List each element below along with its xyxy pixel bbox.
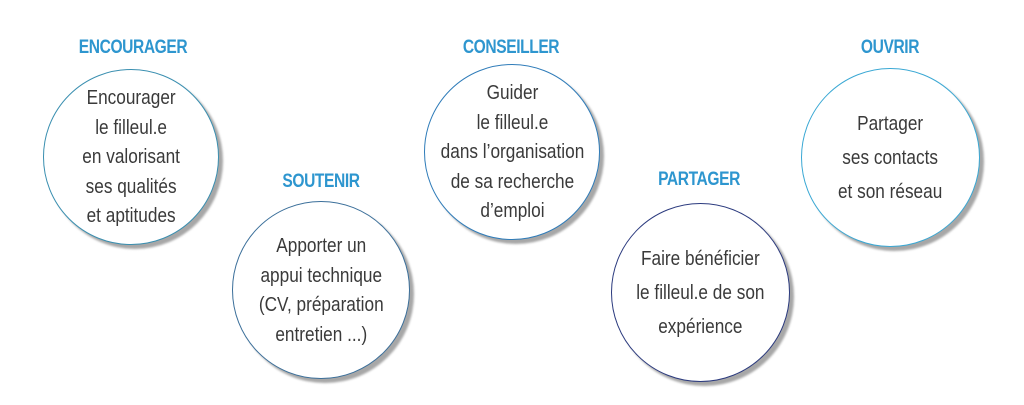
heading-soutenir: SOUTENIR	[282, 171, 360, 192]
text-line: dans l’organisation	[440, 140, 584, 164]
circle-body: Faire bénéficier le filleul.e de son exp…	[611, 203, 790, 382]
heading-conseiller: CONSEILLER	[462, 37, 560, 58]
text-line: ses contacts	[842, 145, 939, 169]
text-line: en valorisant	[82, 145, 180, 169]
circle-text: Apporter un appui technique (CV, prépara…	[259, 231, 384, 349]
text-line: Guider	[486, 81, 538, 105]
circle-text: Faire bénéficier le filleul.e de son exp…	[636, 242, 764, 344]
heading-partager: PARTAGER	[658, 169, 740, 190]
text-line: Partager	[857, 111, 924, 135]
text-line: le filleul.e de son	[636, 280, 765, 304]
text-line: Faire bénéficier	[641, 246, 760, 270]
text-line: (CV, préparation	[258, 293, 384, 316]
circle-body: Encourager le filleul.e en valorisant se…	[43, 69, 219, 245]
heading-ouvrir: OUVRIR	[860, 37, 920, 58]
text-line: le filleul.e	[476, 110, 548, 134]
circle-body: Apporter un appui technique (CV, prépara…	[232, 201, 410, 379]
text-line: Encourager	[86, 86, 176, 110]
circle-text: Guider le filleul.e dans l’organisation …	[440, 78, 584, 226]
text-line: expérience	[658, 314, 743, 338]
text-line: Apporter un	[276, 234, 366, 257]
text-line: de sa recherche	[450, 169, 574, 193]
circle-text: Encourager le filleul.e en valorisant se…	[82, 83, 180, 231]
text-line: appui technique	[260, 263, 382, 287]
circle-body: Guider le filleul.e dans l’organisation …	[424, 64, 600, 240]
text-line: le filleul.e	[95, 115, 167, 139]
text-line: ses qualités	[85, 174, 177, 198]
text-line: entretien ...)	[275, 322, 367, 346]
text-line: d’emploi	[479, 199, 545, 223]
circle-body: Partager ses contacts et son réseau	[801, 68, 980, 247]
circle-text: Partager ses contacts et son réseau	[838, 107, 942, 209]
text-line: et aptitudes	[86, 204, 176, 228]
text-line: et son réseau	[838, 179, 943, 203]
heading-encourager: ENCOURAGER	[78, 37, 188, 58]
